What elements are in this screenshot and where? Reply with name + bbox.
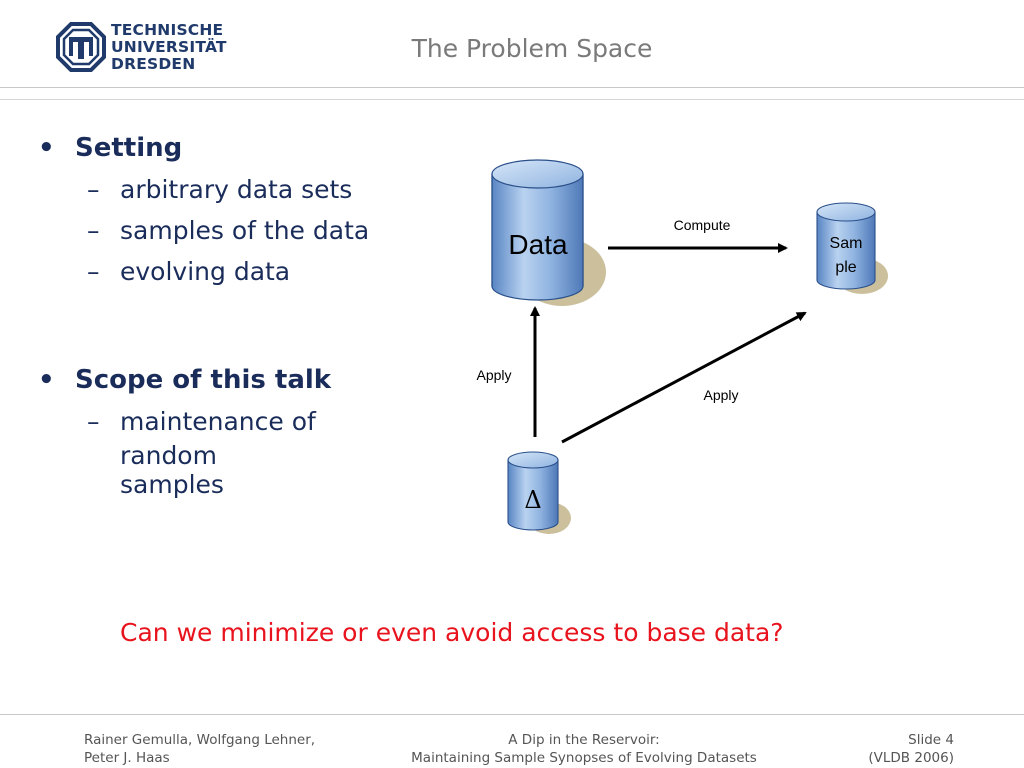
delta-database-icon	[507, 451, 571, 534]
footer-title-line-1: A Dip in the Reservoir:	[508, 732, 660, 748]
tud-logo-icon	[56, 22, 106, 72]
logo-line-1: TECHNISCHE	[111, 21, 224, 39]
logo-wordmark: TECHNISCHE UNIVERSITÄT DRESDEN	[111, 22, 227, 73]
bullet-heading: Setting	[75, 133, 183, 163]
sub-bullet-text: samples of the data	[120, 216, 370, 245]
compute-label: Compute	[674, 217, 731, 233]
sub-bullet-continuation: random samples	[120, 441, 224, 499]
header-divider-secondary	[0, 99, 1024, 100]
header-divider	[0, 87, 1024, 88]
sub-bullet: –maintenance of	[87, 407, 316, 436]
sub-bullet: –evolving data	[87, 257, 290, 286]
apply-arrow-diagonal	[561, 311, 807, 444]
bullet-heading: Scope of this talk	[75, 365, 332, 395]
bullet-marker: •	[38, 133, 55, 163]
delta-label: Δ	[524, 486, 541, 514]
logo-line-2: UNIVERSITÄT	[111, 38, 227, 56]
dash-marker: –	[87, 407, 100, 436]
apply-label-left: Apply	[476, 367, 511, 383]
dash-marker: –	[87, 257, 100, 286]
venue-label: (VLDB 2006)	[868, 750, 954, 766]
dash-marker: –	[87, 216, 100, 245]
sample-label-line-1: Sam	[830, 235, 863, 252]
footer-authors-line-2: Peter J. Haas	[84, 750, 170, 766]
footer-authors-line-1: Rainer Gemulla, Wolfgang Lehner,	[84, 732, 316, 748]
key-question: Can we minimize or even avoid access to …	[120, 618, 784, 647]
footer-slide-info: Slide 4 (VLDB 2006)	[868, 731, 954, 767]
sub-bullet: –arbitrary data sets	[87, 175, 352, 204]
footer-authors: Rainer Gemulla, Wolfgang Lehner, Peter J…	[84, 731, 315, 767]
slide-title: The Problem Space	[411, 34, 653, 63]
sub-bullet: –samples of the data	[87, 216, 369, 245]
dash-marker: –	[87, 175, 100, 204]
footer-title-line-2: Maintaining Sample Synopses of Evolving …	[411, 750, 757, 766]
sample-label-line-2: ple	[835, 259, 856, 276]
data-label: Data	[508, 229, 568, 260]
sub-bullet-text: evolving data	[120, 257, 291, 286]
bullet-setting: • Setting	[38, 133, 182, 163]
footer-talk-title: A Dip in the Reservoir: Maintaining Samp…	[334, 731, 834, 767]
data-database-icon	[491, 159, 606, 306]
sub-bullet-text: maintenance of	[120, 407, 316, 436]
sub-bullet-text: arbitrary data sets	[120, 175, 353, 204]
bullet-marker: •	[38, 365, 55, 395]
logo-line-3: DRESDEN	[111, 55, 196, 73]
footer-divider	[0, 714, 1024, 715]
apply-label-right: Apply	[703, 387, 738, 403]
bullet-scope: • Scope of this talk	[38, 365, 331, 395]
sample-database-icon	[816, 202, 888, 294]
slide-number: Slide 4	[908, 732, 954, 748]
